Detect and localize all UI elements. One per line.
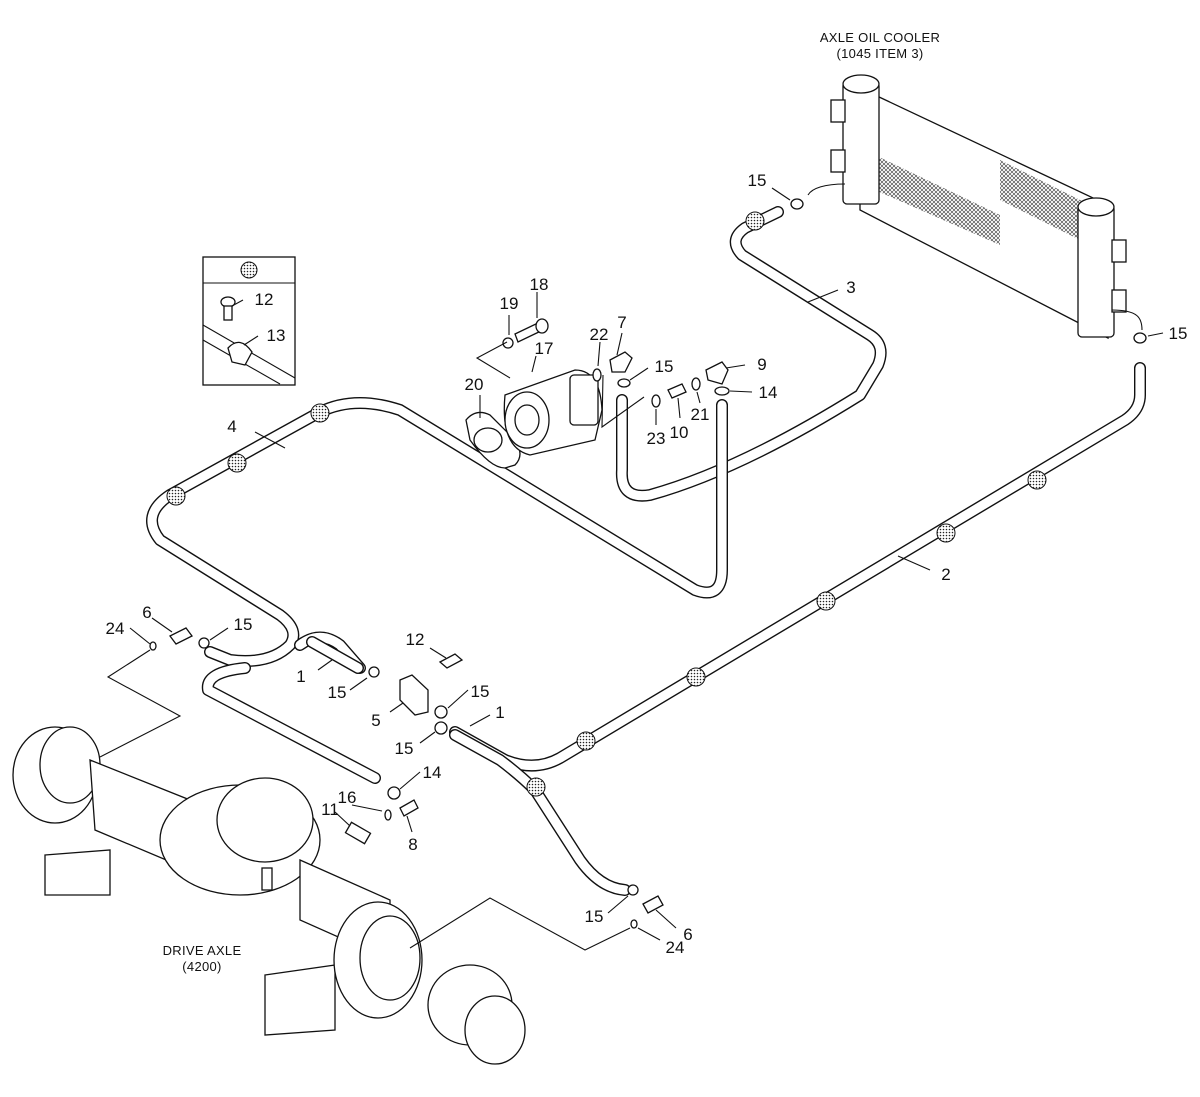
callout-15: 15: [748, 171, 767, 190]
pump-assembly: [465, 369, 603, 469]
leader-lines: [99, 187, 1164, 951]
pump-fittings: [592, 198, 1147, 408]
callout-1: 1: [296, 667, 305, 686]
callout-11: 11: [321, 800, 339, 819]
callout-24: 24: [106, 619, 125, 638]
callout-6: 6: [142, 603, 151, 622]
callout-18: 18: [530, 275, 549, 294]
center-fittings: [149, 627, 664, 929]
axle-title-line1: DRIVE AXLE: [163, 943, 242, 958]
hose-clamps: [166, 211, 1047, 797]
callout-14: 14: [423, 763, 442, 782]
callout-7: 7: [617, 313, 626, 332]
pump-bolt-18: [514, 318, 549, 343]
axle-oil-cooler: [807, 74, 1143, 340]
callout-20: 20: [465, 375, 484, 394]
callout-5: 5: [371, 711, 380, 730]
callout-15: 15: [328, 683, 347, 702]
callout-12: 12: [406, 630, 425, 649]
cooler-title-line1: AXLE OIL COOLER: [820, 30, 940, 45]
callout-9: 9: [757, 355, 766, 374]
callout-15: 15: [234, 615, 253, 634]
callout-22: 22: [590, 325, 609, 344]
callout-8: 8: [408, 835, 417, 854]
callout-21: 21: [691, 405, 710, 424]
cooler-title-line2: (1045 ITEM 3): [837, 46, 924, 61]
callout-13: 13: [267, 326, 286, 345]
callout-17: 17: [535, 339, 554, 358]
callout-10: 10: [670, 423, 689, 442]
callout-23: 23: [647, 429, 666, 448]
manifold-bracket-5: [399, 674, 429, 716]
callout-6: 6: [683, 925, 692, 944]
callout-1: 1: [495, 703, 504, 722]
drive-axle: [12, 726, 526, 1065]
callout-16: 16: [338, 788, 357, 807]
washer-19: [502, 337, 514, 349]
callout-24: 24: [666, 938, 685, 957]
callout-15: 15: [395, 739, 414, 758]
callout-labels: 1 1 2 3 4 5 6 6 7 8 9 10 11 12 12 13 14 …: [106, 171, 1188, 957]
callout-15: 15: [585, 907, 604, 926]
hose-lines: [146, 206, 1146, 896]
callout-14: 14: [759, 383, 778, 402]
axle-title-line2: (4200): [182, 959, 221, 974]
callout-19: 19: [500, 294, 519, 313]
clamp-detail-inset: [202, 256, 296, 386]
callout-15: 15: [655, 357, 674, 376]
callout-15: 15: [471, 682, 490, 701]
callout-12: 12: [255, 290, 274, 309]
callout-2: 2: [941, 565, 950, 584]
callout-3: 3: [846, 278, 855, 297]
callout-4: 4: [227, 417, 236, 436]
callout-15: 15: [1169, 324, 1188, 343]
